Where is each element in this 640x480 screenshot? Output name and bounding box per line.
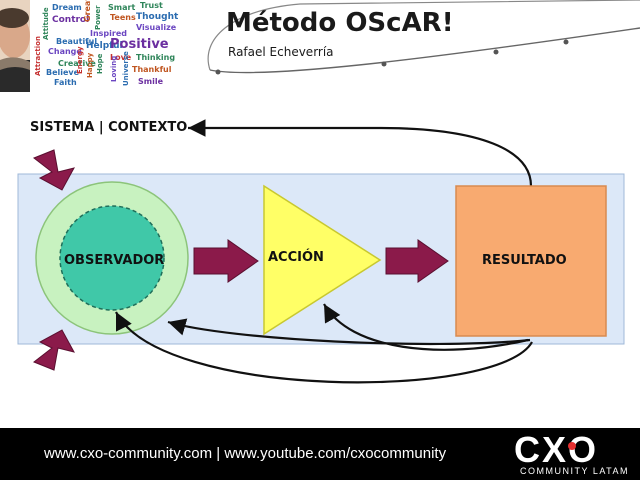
result-label: RESULTADO	[482, 253, 567, 268]
oscar-diagram	[17, 119, 625, 384]
collage-word: Helpful	[86, 41, 123, 51]
collage-word: Power	[94, 5, 102, 30]
feedback-arrow-observer-outer	[167, 318, 531, 346]
collage-word: Beautiful	[56, 37, 97, 46]
context-label: SISTEMA | CONTEXTO	[30, 120, 188, 135]
collage-word: Great	[83, 0, 92, 22]
collage-word: Attraction	[34, 36, 42, 76]
collage-word: Thankful	[132, 65, 172, 74]
result-box	[455, 185, 607, 337]
collage-word: Happy	[86, 52, 94, 78]
slide-subtitle: Rafael Echeverría	[228, 45, 334, 59]
collage-word: Inspired	[90, 29, 127, 38]
cxo-logo: CXO	[514, 429, 599, 470]
word-collage: Dream Control Great Attitude Beautiful C…	[0, 0, 180, 92]
arrow-action-to-result	[385, 239, 449, 283]
collage-word: Thought	[136, 12, 179, 22]
collage-word: Thinking	[136, 53, 175, 62]
action-label: ACCIÓN	[268, 250, 324, 265]
arrow-observer-to-action	[193, 239, 259, 283]
slide-title: Método OScAR!	[226, 8, 454, 38]
collage-word: Trust	[140, 1, 163, 10]
action-triangle	[263, 184, 382, 336]
collage-word: Loving	[110, 56, 118, 82]
collage-word: Positive	[110, 37, 169, 52]
collage-word: Change	[48, 47, 82, 56]
feedback-arrow-context	[188, 119, 533, 187]
portrait-image	[0, 0, 30, 92]
collage-word: Control	[52, 15, 89, 25]
feedback-arrow-observer-inner	[115, 311, 533, 384]
collage-word: Faith	[54, 78, 77, 87]
observer-label: OBSERVADOR	[64, 253, 165, 268]
input-arrow-top	[33, 149, 75, 191]
collage-word: Universe	[122, 51, 130, 86]
collage-word: Dream	[52, 3, 82, 12]
feedback-arrow-action	[323, 303, 529, 351]
observer-inner-circle	[59, 205, 165, 311]
input-arrow-bottom	[33, 329, 75, 371]
collage-word: Teens	[110, 13, 136, 22]
collage-word: Hope	[96, 53, 104, 74]
collage-word: Smile	[138, 77, 164, 86]
collage-word: Creative	[58, 59, 96, 68]
collage-word: Visualize	[136, 23, 177, 32]
cxo-logo-subtitle: COMMUNITY LATAM	[520, 466, 630, 476]
footer-bar	[0, 428, 640, 480]
collage-word: Attitude	[42, 7, 50, 40]
footer-links: www.cxo-community.com | www.youtube.com/…	[44, 445, 447, 462]
collage-word: Smart	[108, 3, 135, 12]
logo-dot-icon	[568, 442, 576, 450]
collage-word: Love	[110, 53, 132, 62]
decorative-curve	[207, 0, 640, 75]
collage-word: Energy	[76, 46, 84, 74]
collage-word: Believe	[46, 68, 80, 77]
